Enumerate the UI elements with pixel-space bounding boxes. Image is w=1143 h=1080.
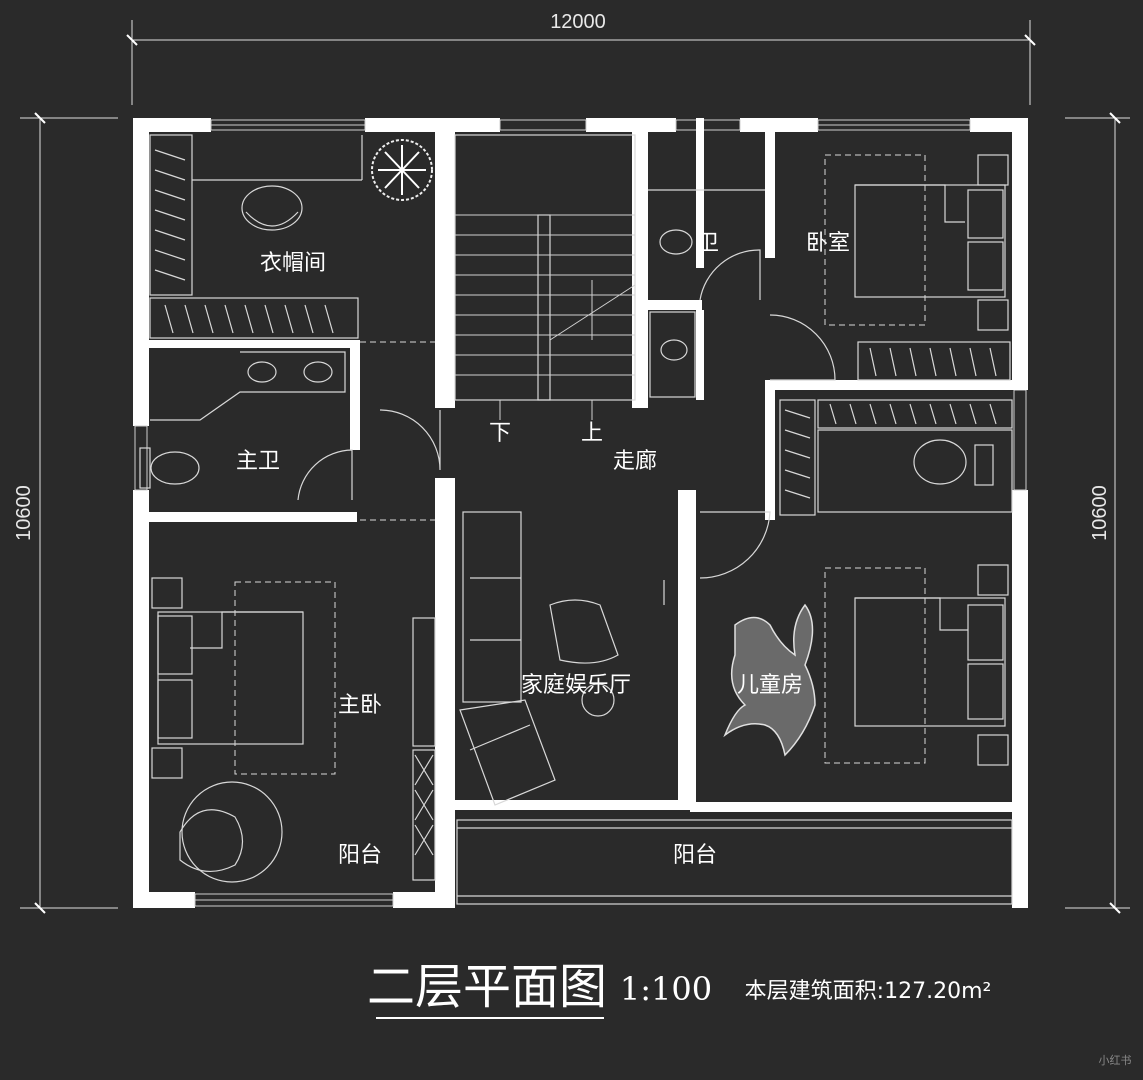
doors — [297, 249, 836, 579]
height-dimension-right: 10600 — [1089, 485, 1111, 541]
drawing-title: 二层平面图 — [367, 959, 607, 1015]
family-room-label: 家庭娱乐厅 — [521, 673, 631, 698]
master-bed — [151, 577, 336, 779]
watermark: 小红书 — [1099, 1054, 1132, 1067]
bedroom-furniture — [824, 154, 1011, 381]
kids-room-label: 儿童房 — [737, 673, 803, 698]
cloakroom-wardrobe — [149, 134, 363, 339]
height-dimension-left: 10600 — [13, 485, 35, 541]
bath-fixtures — [648, 189, 765, 398]
staircase — [454, 134, 636, 420]
dimension-lines — [20, 20, 1130, 914]
master-bath-fixtures — [139, 351, 346, 489]
width-dimension: 12000 — [550, 11, 606, 33]
floor-area: 本层建筑面积:127.20m² — [745, 979, 992, 1004]
balcony-right-label: 阳台 — [673, 843, 717, 868]
stair-up-label: 上 — [581, 421, 603, 446]
kids-wardrobe — [779, 399, 1013, 516]
coffee-table — [549, 580, 665, 717]
drawing-scale: 1:100 — [620, 970, 712, 1008]
kids-bed — [824, 564, 1009, 766]
master-bath-label: 主卫 — [236, 449, 280, 474]
corridor-label: 走廊 — [613, 449, 657, 474]
master-wardrobe — [412, 617, 436, 881]
exterior-walls — [133, 118, 1028, 908]
bear-rug-icon — [723, 603, 816, 757]
bath-label: 卫 — [697, 231, 719, 256]
bedroom-label: 卧室 — [806, 231, 850, 256]
plant-icon — [371, 139, 433, 201]
interior-walls — [145, 118, 1028, 908]
master-bedroom-label: 主卧 — [338, 693, 382, 718]
balcony-railing — [456, 819, 1013, 905]
lounge-chair — [179, 781, 283, 883]
stair-down-label: 下 — [489, 421, 511, 446]
cloakroom-label: 衣帽间 — [260, 251, 326, 276]
balcony-left-label: 阳台 — [338, 843, 382, 868]
sofa — [459, 511, 556, 806]
